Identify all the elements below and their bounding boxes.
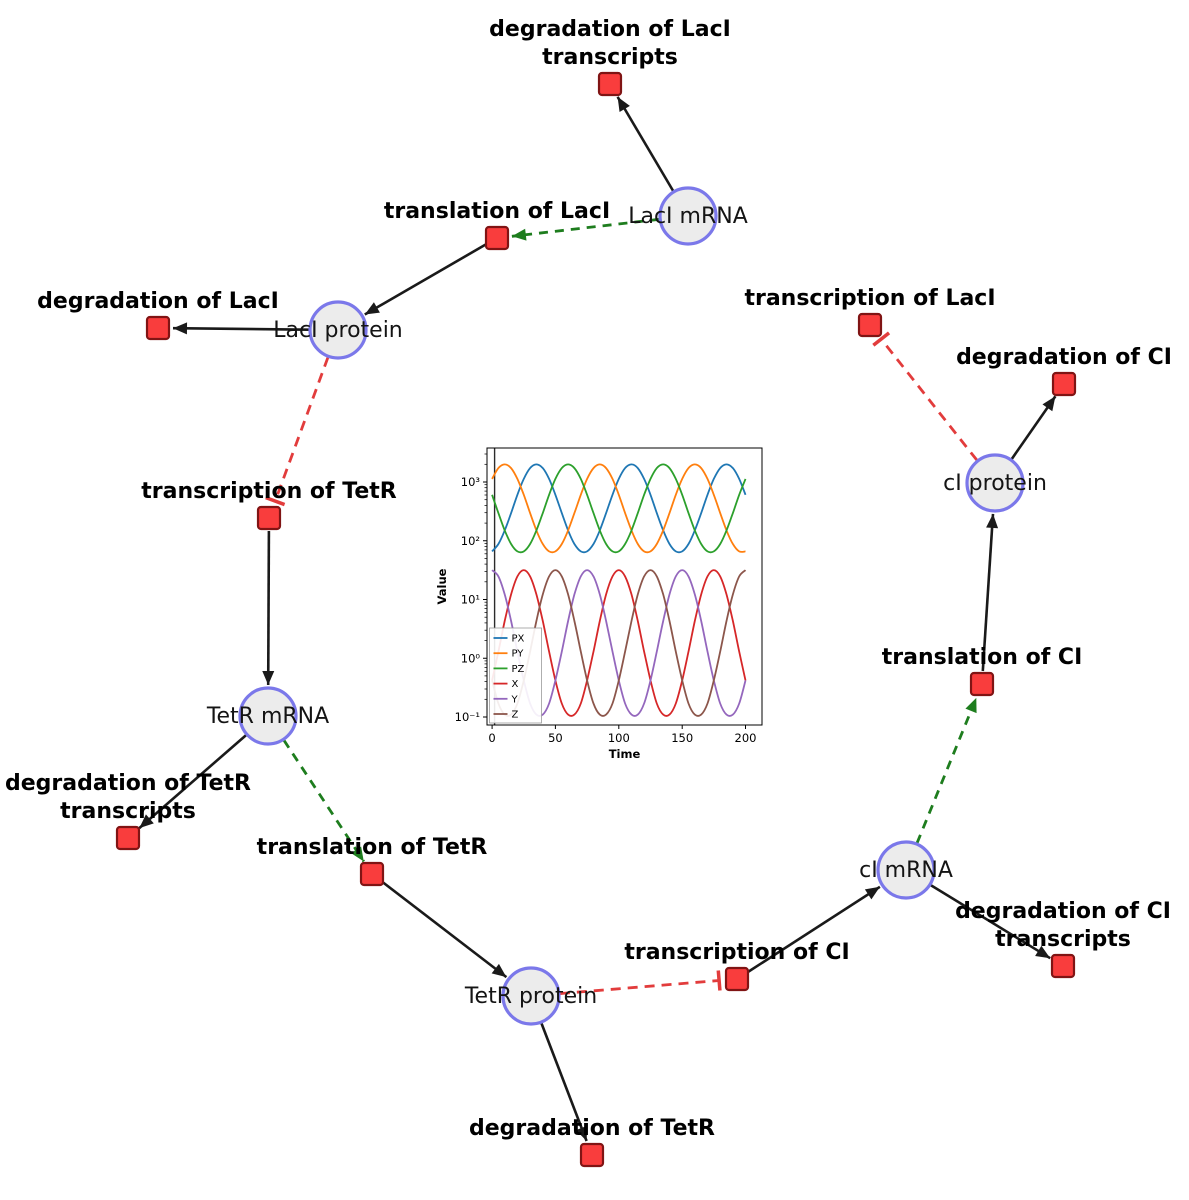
edge-production-tc_ci-ci_mrna [747, 885, 881, 974]
series-line-PZ [491, 463, 747, 554]
legend-label-X: X [512, 679, 519, 690]
x-tick-label-1: 50 [548, 731, 563, 745]
reaction-node-tc_laci[interactable] [857, 312, 883, 338]
reaction-node-tc_ci[interactable] [724, 966, 750, 992]
edge-consumption-tetr_mrna-deg_tetr_tx [138, 734, 247, 830]
reaction-label-tc_laci: transcription of LacI [744, 286, 995, 311]
species-label-tetr_mrna: TetR mRNA [206, 704, 329, 729]
edge-consumption-tetr_prot-deg_tetr [540, 1022, 588, 1142]
species-label-tetr_prot: TetR protein [464, 984, 597, 1009]
legend-box [489, 627, 542, 724]
series-line-PY [491, 463, 746, 554]
y-tick-label-2: 10¹ [461, 593, 480, 607]
reaction-label-deg_laci: degradation of LacI [37, 289, 279, 314]
edge-consumption-laci_mrna-deg_laci_tx [616, 96, 675, 192]
reaction-node-tl_ci[interactable] [969, 671, 995, 697]
species-node-ci_prot[interactable] [965, 453, 1025, 513]
reaction-node-deg_laci[interactable] [145, 315, 171, 341]
edge-production-tl_laci-laci_prot [364, 243, 487, 316]
reaction-label-tc_tetr: transcription of TetR [141, 479, 397, 504]
species-node-laci_prot[interactable] [308, 300, 368, 360]
edge-consumption-laci_prot-deg_laci [172, 322, 310, 335]
reaction-label-tl_tetr: translation of TetR [257, 835, 488, 860]
y-tick-label-0: 10⁻¹ [455, 710, 480, 724]
species-node-ci_mrna[interactable] [876, 840, 936, 900]
edge-production-tl_tetr-tetr_prot [381, 880, 508, 979]
species-label-ci_prot: cI protein [943, 471, 1047, 496]
legend-label-PZ: PZ [512, 664, 525, 675]
species-node-laci_mrna[interactable] [658, 186, 718, 246]
y-tick-label-1: 10⁰ [461, 651, 481, 665]
edge-modifier-ci_mrna-tl_ci [915, 697, 978, 844]
x-tick-label-2: 100 [608, 731, 630, 745]
reaction-label-deg_laci_tx-line2: transcripts [542, 45, 678, 70]
x-axis-label: Time [609, 747, 641, 761]
reaction-label-tc_ci: transcription of CI [624, 940, 849, 965]
reaction-node-tl_laci[interactable] [484, 225, 510, 251]
y-axis-label: Value [435, 568, 449, 604]
legend-label-Z: Z [512, 710, 519, 721]
edge-modifier-laci_mrna-tl_laci [511, 217, 660, 241]
edge-inhibition-ci_prot-tc_laci [872, 331, 979, 462]
reaction-label-deg_ci_tx-line2: transcripts [995, 927, 1131, 952]
reaction-label-deg_ci_tx-line1: degradation of CI [955, 899, 1171, 924]
reaction-node-tc_tetr[interactable] [256, 505, 282, 531]
y-tick-label-3: 10² [461, 534, 480, 548]
reaction-node-deg_tetr[interactable] [579, 1142, 605, 1168]
plot-border [486, 447, 763, 726]
legend-label-PY: PY [512, 649, 525, 660]
species-label-laci_mrna: LacI mRNA [628, 204, 748, 229]
edge-production-tl_ci-ci_prot [981, 513, 999, 672]
legend-label-PX: PX [512, 634, 525, 645]
reaction-label-tl_laci: translation of LacI [384, 199, 610, 224]
x-tick-label-3: 150 [671, 731, 693, 745]
legend-label-Y: Y [511, 694, 519, 705]
species-label-ci_mrna: cI mRNA [859, 858, 953, 883]
species-label-laci_prot: LacI protein [273, 318, 403, 343]
edge-consumption-ci_prot-deg_ci [1010, 395, 1057, 460]
x-tick-label-4: 200 [735, 731, 757, 745]
reaction-node-deg_tetr_tx[interactable] [115, 825, 141, 851]
edge-inhibition-tetr_prot-tc_ci [559, 970, 722, 995]
reaction-node-tl_tetr[interactable] [359, 861, 385, 887]
edge-inhibition-laci_prot-tc_tetr [265, 356, 330, 507]
x-tick-label-0: 0 [488, 731, 495, 745]
reaction-label-deg_tetr: degradation of TetR [469, 1116, 715, 1141]
reaction-label-tl_ci: translation of CI [882, 645, 1083, 670]
y-tick-label-4: 10³ [461, 475, 481, 489]
reaction-label-deg_tetr_tx-line1: degradation of TetR [5, 771, 251, 796]
edge-modifier-tetr_mrna-tl_tetr [282, 739, 365, 863]
edge-consumption-ci_mrna-deg_ci_tx [930, 883, 1051, 960]
reaction-label-deg_tetr_tx-line2: transcripts [60, 799, 196, 824]
species-node-tetr_mrna[interactable] [238, 686, 298, 746]
reaction-node-deg_laci_tx[interactable] [597, 71, 623, 97]
series-line-PX [491, 463, 747, 554]
reaction-node-deg_ci_tx[interactable] [1050, 953, 1076, 979]
reaction-label-deg_laci_tx-line1: degradation of LacI [489, 17, 731, 42]
edge-production-tc_tetr-tetr_mrna [262, 530, 275, 686]
reaction-label-deg_ci: degradation of CI [956, 345, 1172, 370]
reaction-node-deg_ci[interactable] [1051, 371, 1077, 397]
species-node-tetr_prot[interactable] [501, 966, 561, 1026]
series-line-X [491, 569, 747, 717]
